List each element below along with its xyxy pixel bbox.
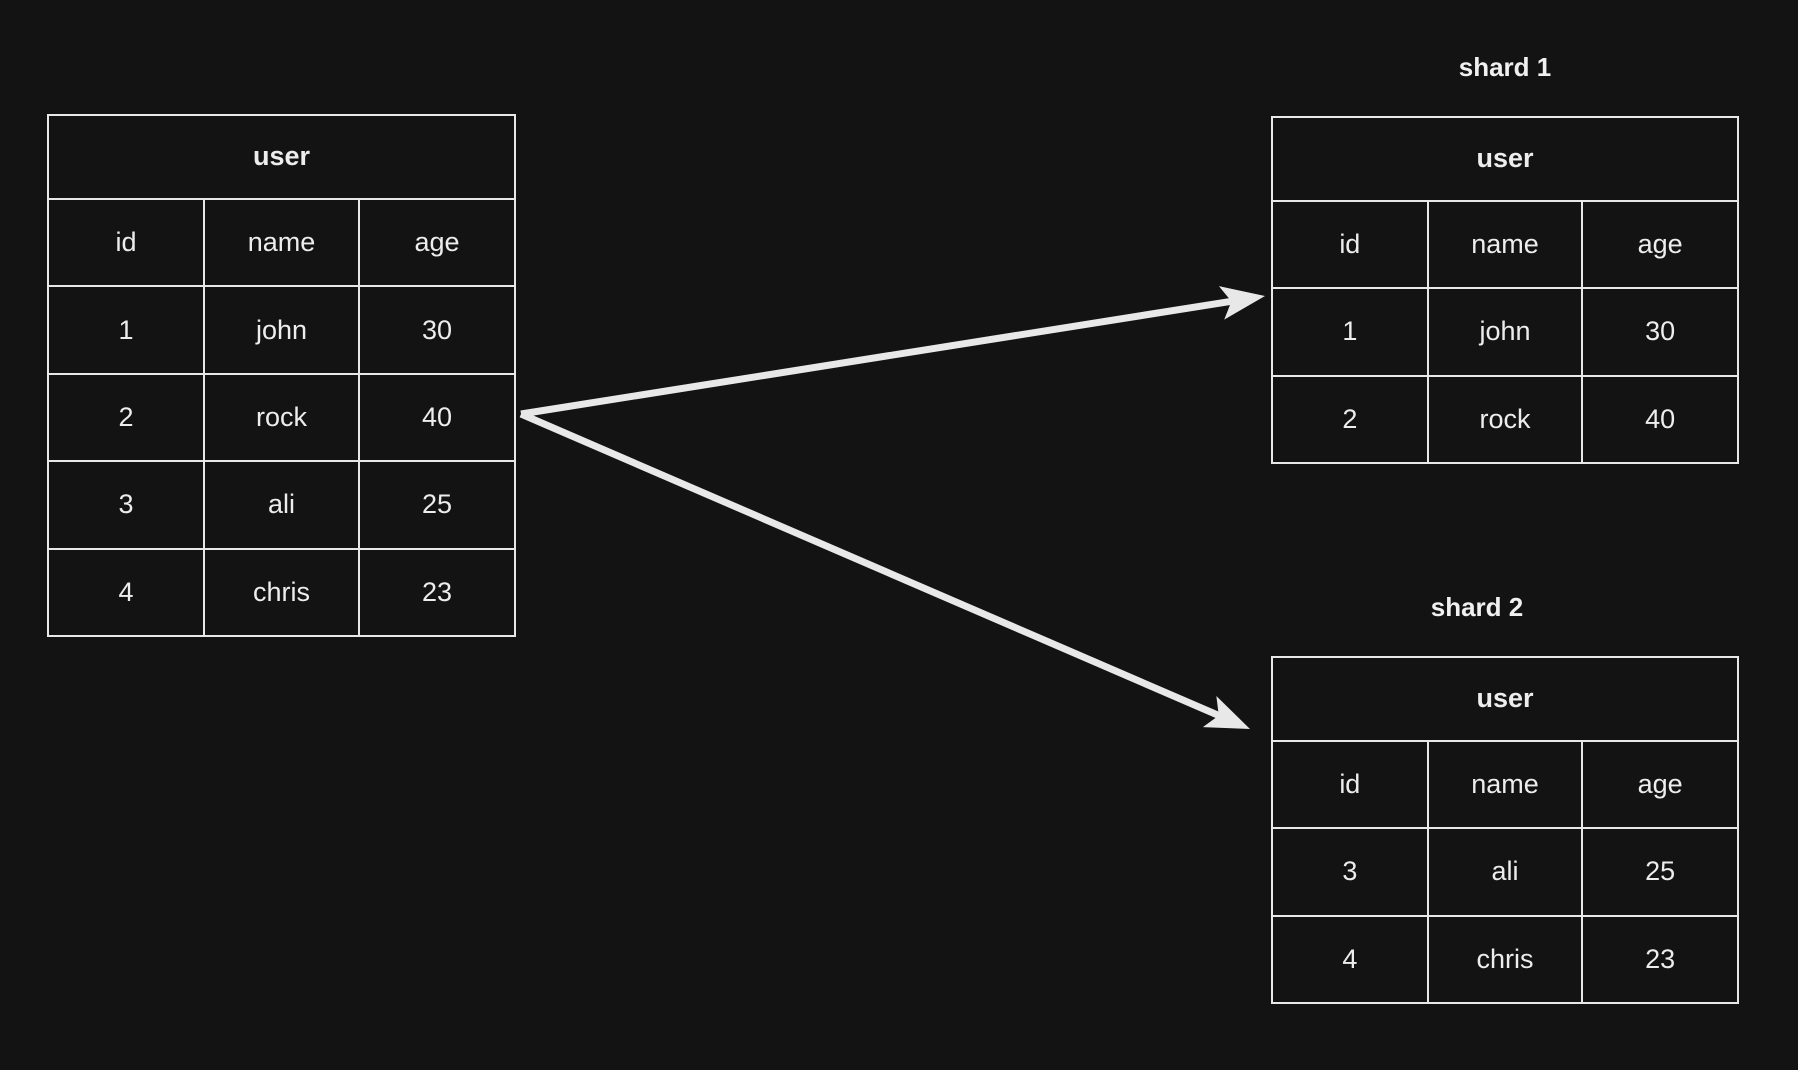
cell-id: 2 [49, 372, 205, 463]
cell-name: chris [203, 547, 360, 635]
column-header-name: name [1426, 739, 1584, 830]
table-row: 2 rock 40 [1273, 374, 1737, 462]
cell-id: 3 [49, 460, 205, 550]
arrow-to-shard-1-shaft [520, 297, 1232, 418]
table-row: 3 ali 25 [1273, 827, 1737, 917]
arrow-to-shard-2-head [1202, 695, 1250, 729]
table-row: 1 john 30 [49, 285, 514, 375]
cell-id: 4 [1273, 914, 1429, 1002]
cell-age: 30 [1581, 287, 1737, 377]
column-header-id: id [1273, 199, 1429, 290]
column-header-id: id [1273, 739, 1429, 830]
column-header-name: name [1426, 199, 1584, 290]
arrow-to-shard-1-head [1218, 286, 1265, 320]
cell-id: 4 [49, 547, 205, 635]
cell-name: rock [203, 372, 360, 463]
cell-name: ali [203, 460, 360, 550]
shard-2-user-table: user id name age 3 ali 25 4 chris 23 [1271, 656, 1739, 1004]
cell-id: 2 [1273, 374, 1429, 462]
cell-age: 40 [358, 372, 514, 463]
cell-age: 25 [1581, 827, 1737, 917]
cell-age: 25 [358, 460, 514, 550]
table-row: 4 chris 23 [49, 547, 514, 635]
shard-2-table-title: user [1273, 658, 1737, 742]
shard-2-caption: shard 2 [1430, 592, 1524, 622]
cell-age: 23 [358, 547, 514, 635]
source-table-title: user [49, 116, 514, 200]
table-title-row: user [1273, 658, 1737, 742]
table-header-row: id name age [1273, 199, 1737, 290]
cell-id: 3 [1273, 827, 1429, 917]
cell-age: 30 [358, 285, 514, 375]
column-header-age: age [358, 197, 514, 288]
table-title-row: user [1273, 118, 1737, 202]
cell-id: 1 [49, 285, 205, 375]
cell-name: rock [1426, 374, 1584, 462]
arrow-to-shard-2-shaft [519, 410, 1221, 719]
source-user-table: user id name age 1 john 30 2 rock 40 [47, 114, 516, 637]
table-header-row: id name age [49, 197, 514, 288]
shard-1-table-title: user [1273, 118, 1737, 202]
table-title-row: user [49, 116, 514, 200]
cell-name: john [1426, 287, 1584, 377]
table-row: 1 john 30 [1273, 287, 1737, 377]
shard-1-user-table: user id name age 1 john 30 2 rock 40 [1271, 116, 1739, 464]
column-header-age: age [1581, 199, 1737, 290]
cell-age: 40 [1581, 374, 1737, 462]
shard-1-caption: shard 1 [1458, 52, 1552, 82]
cell-name: ali [1426, 827, 1584, 917]
table-header-row: id name age [1273, 739, 1737, 830]
column-header-age: age [1581, 739, 1737, 830]
table-row: 4 chris 23 [1273, 914, 1737, 1002]
column-header-name: name [203, 197, 360, 288]
table-row: 2 rock 40 [49, 372, 514, 463]
cell-name: john [203, 285, 360, 375]
column-header-id: id [49, 197, 205, 288]
cell-age: 23 [1581, 914, 1737, 1002]
table-row: 3 ali 25 [49, 460, 514, 550]
cell-id: 1 [1273, 287, 1429, 377]
cell-name: chris [1426, 914, 1584, 1002]
